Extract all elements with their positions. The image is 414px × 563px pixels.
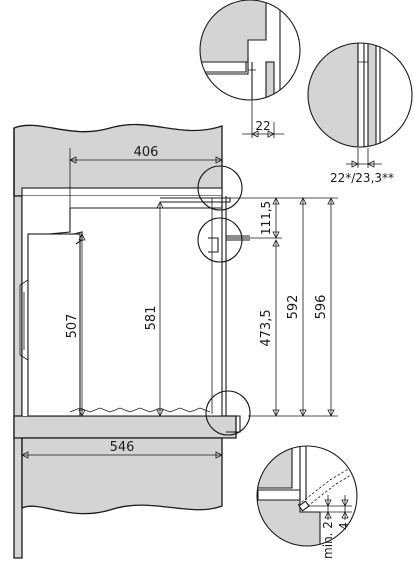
- dim-cabinet-width: 406: [69, 145, 223, 210]
- label-406: 406: [134, 145, 159, 160]
- dim-596: 596: [310, 197, 338, 417]
- label-507: 507: [65, 314, 80, 339]
- oven-body: [19, 196, 250, 433]
- detail-top: 22: [199, 0, 301, 138]
- label-596: 596: [314, 295, 329, 320]
- dim-niche-width: 546: [21, 438, 223, 462]
- label-22: 22: [255, 119, 270, 133]
- label-592: 592: [286, 295, 301, 320]
- detail-marker-side: [197, 217, 243, 263]
- label-4: 4: [337, 522, 351, 530]
- dim-interior-height: 581: [144, 201, 164, 417]
- detail-bottom: min. 2 4: [256, 445, 358, 559]
- dim-592: 592: [282, 197, 310, 417]
- detail-marker-top: [197, 165, 243, 211]
- cabinet-outline: [13, 123, 237, 559]
- dim-oven-height: 507: [65, 233, 86, 417]
- dim-473: 473,5: [248, 239, 282, 417]
- label-111-5: 111,5: [259, 201, 273, 235]
- detail-marker-bottom: [205, 390, 251, 436]
- detail-side: 22*/23,3**: [307, 42, 413, 185]
- label-473-5: 473,5: [259, 309, 274, 346]
- label-546: 546: [110, 440, 135, 455]
- dim-111: 111,5: [230, 197, 282, 239]
- label-581: 581: [144, 306, 159, 331]
- label-min-2: min. 2: [321, 521, 335, 559]
- label-22-23-3: 22*/23,3**: [330, 171, 394, 185]
